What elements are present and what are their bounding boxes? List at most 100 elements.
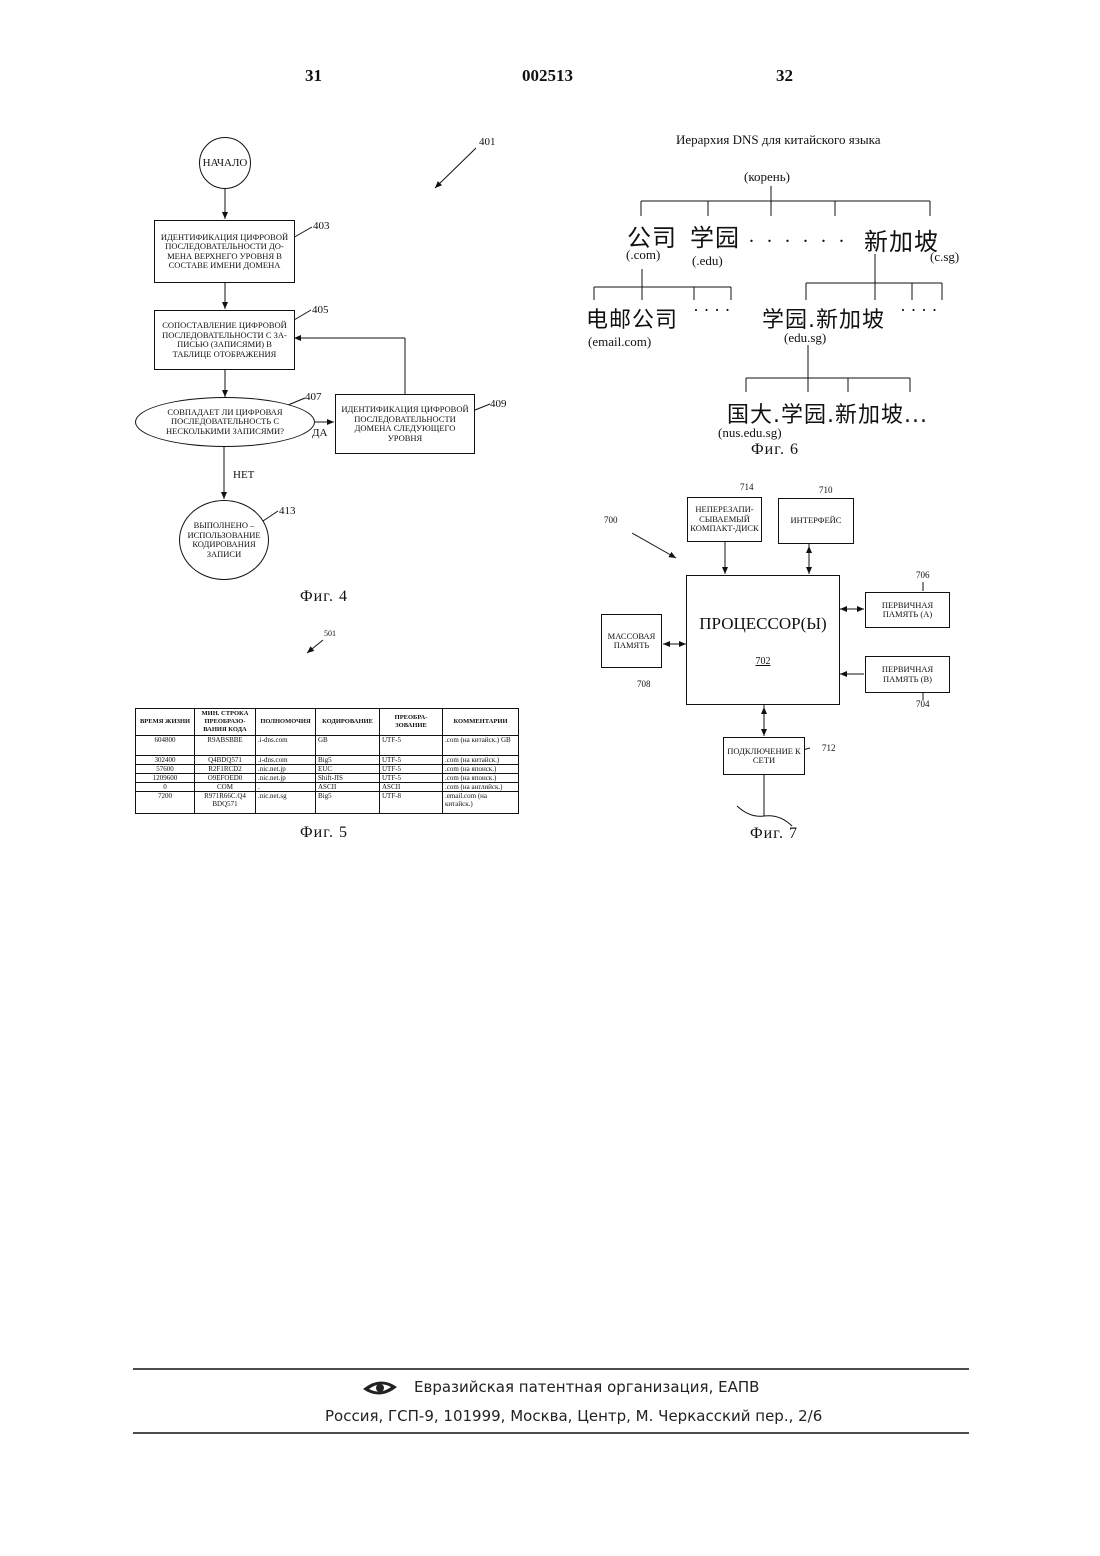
edusg-label: (edu.sg) [784, 330, 826, 346]
col-header: ВРЕМЯ ЖИЗНИ [136, 709, 195, 736]
nus-label: (nus.edu.sg) [718, 425, 782, 441]
cell: 0 [136, 783, 195, 792]
ref-702: 702 [756, 656, 771, 667]
ref-714: 714 [740, 482, 754, 492]
step-407-text: СОВПАДАЕТ ЛИ ЦИФРОВАЯ ПОСЛЕДОВАТЕЛЬНОСТЬ… [154, 408, 296, 437]
ref-706: 706 [916, 570, 930, 580]
ellipsis-com: · · · · [693, 300, 730, 321]
cell: .nic.net.jp [256, 765, 316, 774]
col-header: ПОЛНОМОЧИЯ [256, 709, 316, 736]
cell: Shift-JIS [316, 774, 380, 783]
cell: 302400 [136, 756, 195, 765]
start-node: НАЧАЛО [199, 137, 251, 189]
processor-text: ПРОЦЕССОР(Ы) [699, 614, 826, 634]
footer-address: Россия, ГСП-9, 101999, Москва, Центр, М.… [325, 1407, 822, 1425]
fig5-caption: Фиг. 5 [300, 824, 348, 842]
sg-label: (c.sg) [930, 249, 959, 265]
fig7-ref-700: 700 [604, 515, 618, 525]
primary-memory-b-text: ПЕРВИЧНАЯ ПАМЯТЬ (b) [866, 665, 949, 684]
table-row: 0 COM . ASCII ASCII .com (на английск.) [136, 783, 519, 792]
end-node-413: ВЫПОЛНЕНО – ИСПОЛЬЗОВАНИЕ КОДИРОВАНИЯ ЗА… [179, 500, 269, 580]
cell: UTF-5 [380, 756, 443, 765]
com-label: (.com) [626, 247, 660, 263]
table-row: 604800 R9ABSBBE .i-dns.com GB UTF-5 .com… [136, 736, 519, 756]
cell: . [256, 783, 316, 792]
cell: Q4BDQ571 [195, 756, 256, 765]
cell: GB [316, 736, 380, 756]
cell: ASCII [380, 783, 443, 792]
table-header-row: ВРЕМЯ ЖИЗНИ МИН. СТРОКА ПРЕОБРАЗО-ВАНИЯ … [136, 709, 519, 736]
ellipsis-sg: · · · · [900, 300, 937, 321]
cell: .com (на китайск.) [443, 756, 519, 765]
cell: R2F1RCD2 [195, 765, 256, 774]
step-413-text: ВЫПОЛНЕНО – ИСПОЛЬЗОВАНИЕ КОДИРОВАНИЯ ЗА… [186, 521, 262, 559]
step-403-text: ИДЕНТИФИКАЦИЯ ЦИФРОВОЙ ПОСЛЕДОВАТЕЛЬНОСТ… [159, 233, 290, 271]
col-header: ПРЕОБРА-ЗОВАНИЕ [380, 709, 443, 736]
footer-org: Евразийская патентная организация, ЕАПВ [414, 1378, 759, 1396]
edu-cjk: 学园 [690, 218, 740, 253]
ref-403: 403 [313, 220, 330, 232]
email-label: (email.com) [588, 334, 651, 350]
step-409-box: ИДЕНТИФИКАЦИЯ ЦИФРОВОЙ ПОСЛЕДОВАТЕЛЬНОСТ… [335, 394, 475, 454]
cell: R971R66C.Q4 BDQ571 [195, 792, 256, 814]
decision-407: СОВПАДАЕТ ЛИ ЦИФРОВАЯ ПОСЛЕДОВАТЕЛЬНОСТЬ… [135, 397, 315, 447]
primary-memory-a-box: ПЕРВИЧНАЯ ПАМЯТЬ (А) [865, 592, 950, 628]
cell: ASCII [316, 783, 380, 792]
edu-label: (.edu) [692, 253, 723, 269]
email-cjk: 电邮公司 [586, 302, 678, 334]
cell: Big5 [316, 792, 380, 814]
table-row: 7200 R971R66C.Q4 BDQ571 .nic.net.sg Big5… [136, 792, 519, 814]
cell: .i-dns.com [256, 736, 316, 756]
fig5-ref-501: 501 [324, 629, 336, 638]
cell: .com (на японск.) [443, 774, 519, 783]
cell: UTF-5 [380, 736, 443, 756]
fig6-title: Иерархия DNS для китайского языка [676, 132, 880, 148]
network-text: ПОДКЛЮЧЕНИЕ К СЕТИ [724, 747, 804, 766]
table-row: 302400 Q4BDQ571 .i-dns.com Big5 UTF-5 .c… [136, 756, 519, 765]
ellipsis-level1: . . . . . . [749, 225, 848, 248]
fig4-caption: Фиг. 4 [300, 588, 348, 606]
ref-710: 710 [819, 485, 833, 495]
no-label: НЕТ [233, 469, 254, 481]
step-405-box: СОПОСТАВЛЕНИЕ ЦИФРОВОЙ ПОСЛЕДОВАТЕЛЬНОСТ… [154, 310, 295, 370]
primary-memory-a-text: ПЕРВИЧНАЯ ПАМЯТЬ (А) [866, 601, 949, 620]
cell: 1209600 [136, 774, 195, 783]
primary-memory-b-box: ПЕРВИЧНАЯ ПАМЯТЬ (b) [865, 656, 950, 693]
root-label: (корень) [744, 169, 790, 185]
col-header: КОДИРОВАНИЕ [316, 709, 380, 736]
table-row: 1209600 O9EFOED0 .nic.net.jp Shift-JIS U… [136, 774, 519, 783]
ref-407: 407 [305, 391, 322, 403]
fig7-caption: Фиг. 7 [750, 825, 798, 843]
cell: .com (на японск.) [443, 765, 519, 774]
cell: .email.com (на китайск.) [443, 792, 519, 814]
cell: EUC [316, 765, 380, 774]
cell: 57600 [136, 765, 195, 774]
cell: O9EFOED0 [195, 774, 256, 783]
cell: .i-dns.com [256, 756, 316, 765]
cell: .nic.net.sg [256, 792, 316, 814]
cell: UTF-5 [380, 774, 443, 783]
start-label: НАЧАЛО [203, 157, 248, 169]
ref-708: 708 [637, 679, 651, 689]
cd-rom-text: НЕПЕРЕЗАПИ-СЫВАЕМЫЙ КОМПАКТ-ДИСК [690, 505, 759, 534]
processor-box: ПРОЦЕССОР(Ы) 702 [686, 575, 840, 705]
fig4-ref-401: 401 [479, 136, 496, 148]
ref-712: 712 [822, 743, 836, 753]
ref-405: 405 [312, 304, 329, 316]
col-header: МИН. СТРОКА ПРЕОБРАЗО-ВАНИЯ КОДА [195, 709, 256, 736]
cell: 7200 [136, 792, 195, 814]
col-header: КОММЕНТАРИИ [443, 709, 519, 736]
yes-label: ДА [312, 427, 327, 439]
sg-cjk: 新加坡 [864, 222, 939, 257]
cell: 604800 [136, 736, 195, 756]
interface-text: ИНТЕРФЕЙС [791, 516, 842, 526]
step-403-box: ИДЕНТИФИКАЦИЯ ЦИФРОВОЙ ПОСЛЕДОВАТЕЛЬНОСТ… [154, 220, 295, 283]
table-row: 57600 R2F1RCD2 .nic.net.jp EUC UTF-5 .co… [136, 765, 519, 774]
cell: R9ABSBBE [195, 736, 256, 756]
step-409-text: ИДЕНТИФИКАЦИЯ ЦИФРОВОЙ ПОСЛЕДОВАТЕЛЬНОСТ… [340, 405, 470, 443]
mass-storage-box: МАССОВАЯ ПАМЯТЬ [601, 614, 662, 668]
cell: .nic.net.jp [256, 774, 316, 783]
cell: UTF-8 [380, 792, 443, 814]
cell: Big5 [316, 756, 380, 765]
mass-storage-text: МАССОВАЯ ПАМЯТЬ [602, 632, 661, 651]
